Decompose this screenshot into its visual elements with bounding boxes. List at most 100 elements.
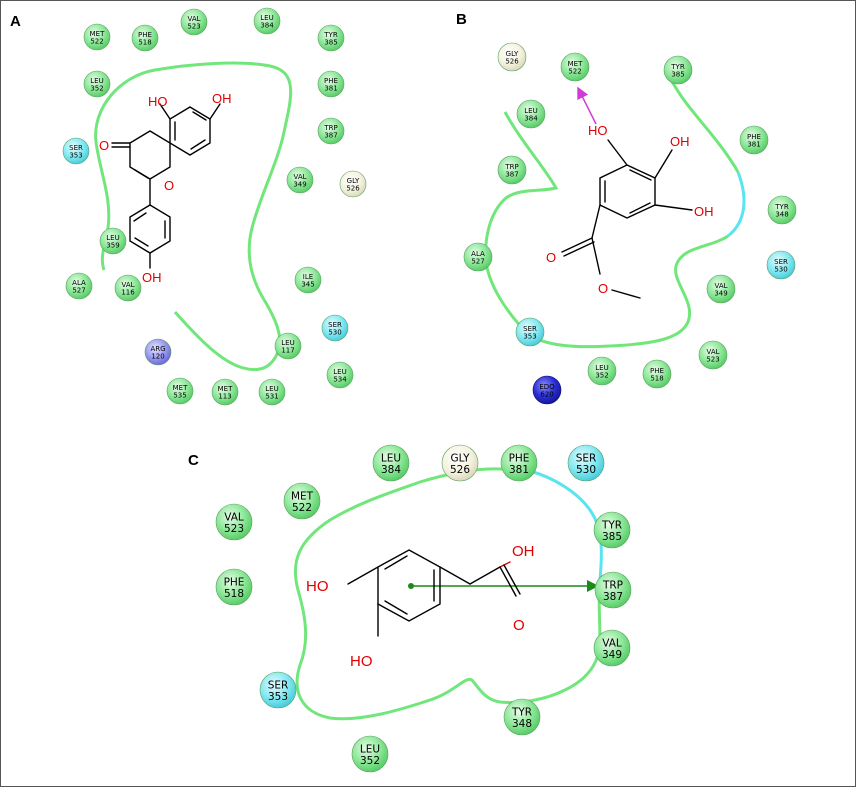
panel-b-pocket-outline-top: [667, 68, 740, 173]
residue-disk: [441, 444, 479, 482]
residue-name: LEU: [595, 364, 608, 372]
residue-number: 530: [774, 266, 787, 274]
residue-disk: [62, 137, 90, 165]
residue-number: 349: [602, 649, 622, 661]
residue-disk: [698, 340, 728, 370]
panel-c-ligand: OH HO O HO: [306, 543, 535, 670]
residue-name: GLY: [506, 50, 519, 58]
residue-name: SER: [523, 325, 537, 333]
residue-name: LEU: [281, 339, 294, 347]
residue-name: VAL: [293, 173, 306, 181]
residue-disk: [706, 274, 736, 304]
residue-number: 352: [360, 755, 380, 767]
residue-number: 387: [603, 591, 623, 603]
residue-number: 535: [173, 392, 186, 400]
residue-name: MET: [90, 30, 105, 38]
residue-number: 113: [218, 393, 231, 401]
panel-b-pocket-outline-polar: [727, 171, 746, 238]
residue-name: LEU: [524, 107, 537, 115]
residue-name: GLY: [347, 177, 360, 185]
residue-disk: [317, 70, 345, 98]
residue-disk: [144, 338, 172, 366]
residue-number: 523: [706, 356, 719, 364]
residue-number: 381: [324, 85, 337, 93]
residue-number: 352: [595, 372, 608, 380]
residue-name: PHE: [509, 452, 530, 464]
residue-name: VAL: [224, 511, 244, 523]
residue-disk: [317, 117, 345, 145]
panel-c-pocket-outline: [293, 467, 602, 721]
residue-name: PHE: [747, 133, 761, 141]
residue-name: TRP: [504, 163, 518, 171]
residue-name: PHE: [224, 576, 245, 588]
residue-disk: [211, 378, 239, 406]
residue-number: 348: [512, 718, 532, 730]
panel-b-atom-ester-o: O: [598, 281, 608, 296]
panel-b-atom-carbonyl-o: O: [546, 250, 556, 265]
panel-a-atom-carbonyl-o: O: [99, 138, 109, 153]
residue-number: 349: [714, 290, 727, 298]
residue-number: 385: [602, 531, 622, 543]
residue-disk: [65, 272, 93, 300]
residue-number: 345: [301, 281, 314, 289]
residue-disk: [497, 155, 527, 185]
residue-disk: [739, 125, 769, 155]
residue-disk: [294, 266, 322, 294]
panel-b-pocket-outline: [484, 111, 729, 349]
panel-a-ligand: HO OH O O OH: [99, 91, 232, 285]
residue-layer: MET522PHE518VAL523LEU384TYR385LEU352PHE3…: [62, 7, 797, 773]
panel-c-atom-ho-bottom: HO: [350, 653, 373, 670]
residue-name: LEU: [90, 77, 103, 85]
residue-name: PHE: [138, 31, 152, 39]
residue-name: SER: [774, 258, 788, 266]
panel-b-ligand: HO OH OH O O: [546, 123, 714, 299]
residue-name: SER: [576, 452, 597, 464]
residue-name: MET: [218, 385, 233, 393]
panel-c-atom-carbonyl-o: O: [513, 617, 525, 634]
residue-name: MET: [291, 490, 314, 502]
panel-a-label: A: [10, 13, 21, 30]
residue-name: LEU: [260, 14, 273, 22]
residue-number: 522: [292, 502, 312, 514]
panel-b-label: B: [456, 11, 467, 28]
residue-name: VAL: [706, 348, 719, 356]
residue-number: 527: [72, 287, 85, 295]
residue-disk: [180, 8, 208, 36]
residue-name: TYR: [323, 31, 338, 39]
residue-number: 530: [328, 329, 341, 337]
residue-name: VAL: [714, 282, 727, 290]
residue-name: LEU: [360, 743, 380, 755]
panel-a: A HO OH O: [10, 13, 293, 372]
residue-name: MET: [568, 60, 583, 68]
residue-name: LEU: [333, 368, 346, 376]
residue-number: 384: [381, 464, 401, 476]
panel-a-pocket-outline: [94, 61, 293, 372]
residue-disk: [215, 568, 253, 606]
residue-number: 381: [509, 464, 529, 476]
